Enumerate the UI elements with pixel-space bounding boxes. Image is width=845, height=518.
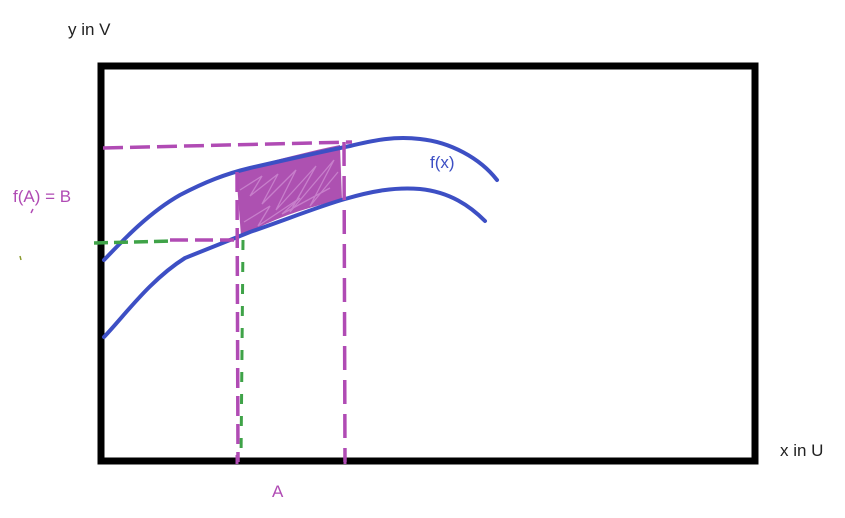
- shaded-scribble: [239, 159, 339, 227]
- y-axis-label: y in V: [68, 20, 111, 39]
- dashed-line-green-horizontal: [93, 239, 173, 245]
- stray-mark: [19, 255, 22, 261]
- stray-mark: [30, 208, 34, 214]
- image-label: f(A) = B: [13, 187, 72, 206]
- lower-curve: [102, 186, 487, 339]
- dashed-line-left-vertical: [235, 171, 240, 463]
- dashed-line-top: [102, 140, 353, 150]
- curve-label: f(x): [430, 153, 455, 172]
- frame-box: [97, 62, 759, 465]
- dashed-line-right-vertical: [342, 141, 347, 463]
- upper-curve-fx: [102, 135, 499, 262]
- x-axis-label: x in U: [780, 441, 824, 460]
- set-a-label: A: [272, 482, 284, 501]
- dashed-line-green-vertical: [239, 239, 245, 461]
